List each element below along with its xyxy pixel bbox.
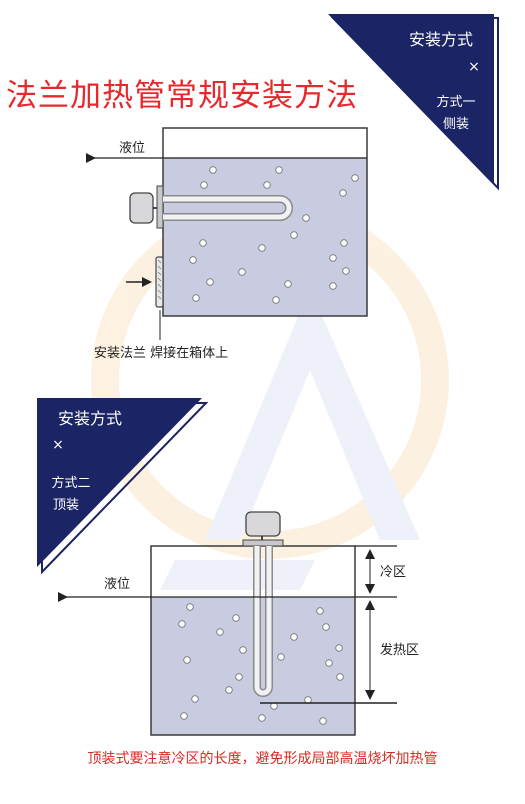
method1-heading: 安装方式 (409, 30, 473, 49)
bubble (339, 189, 347, 197)
bubble (239, 646, 247, 654)
bubble (272, 296, 280, 304)
bubble (209, 166, 217, 174)
method2-top-heater (242, 511, 284, 697)
method2-kind: 顶装 (53, 498, 79, 513)
bubble (216, 628, 224, 636)
bubble (336, 673, 344, 681)
bubble (191, 695, 199, 703)
bubble (258, 714, 266, 722)
method2-times: × (52, 437, 64, 453)
bubble (183, 656, 191, 664)
method1-welded-flange: 安装法兰 焊接在箱体上 (94, 256, 228, 361)
hot-zone-label: 发热区 (380, 642, 419, 658)
bubble (351, 174, 359, 182)
bubble (340, 239, 348, 247)
method2-heading: 安装方式 (58, 409, 122, 428)
bubble (189, 256, 197, 264)
method2-name: 方式二 (51, 475, 90, 491)
method1-liquid-arrow: 液位 (86, 141, 163, 163)
bubble (329, 282, 337, 290)
bubble (258, 244, 266, 252)
bubble (302, 214, 310, 222)
method1-times: × (468, 59, 480, 75)
bubble (316, 607, 324, 615)
hot-zone-dimension: 发热区 (365, 600, 419, 700)
method1-banner: 安装方式 × 方式一 侧装 (328, 14, 499, 191)
bubble (277, 653, 285, 661)
bubble (329, 254, 337, 262)
method1-flange-label: 安装法兰 焊接在箱体上 (94, 345, 228, 361)
bubble (263, 181, 271, 189)
bubble (319, 717, 327, 725)
method2-level-lines (151, 545, 397, 704)
method2-liquid-arrow: 液位 (58, 577, 151, 602)
bubble (290, 231, 298, 239)
bubble (232, 614, 240, 622)
bubble (180, 712, 188, 720)
bubble (206, 278, 214, 286)
bubble (225, 686, 233, 694)
method1-side-heater (129, 185, 293, 229)
page-title: 法兰加热管常规安装方法 (6, 78, 358, 114)
bubble (199, 239, 207, 247)
bubble (290, 633, 298, 641)
method1-kind: 侧装 (443, 117, 469, 132)
method1-name: 方式一 (436, 94, 475, 110)
method1-liquid-label: 液位 (119, 141, 145, 156)
bubble (342, 267, 350, 275)
bubble (284, 280, 292, 288)
method2-liquid-label: 液位 (104, 577, 130, 592)
bubble (200, 181, 208, 189)
cold-zone-label: 冷区 (380, 565, 406, 580)
bubble (235, 673, 243, 681)
bubble (335, 644, 343, 652)
bubble (325, 659, 333, 667)
cold-zone-dimension: 冷区 (365, 549, 406, 594)
bubble (238, 268, 246, 276)
method2-banner: 安装方式 × 方式二 顶装 (37, 398, 209, 575)
bubble (192, 294, 200, 302)
bubble (178, 620, 186, 628)
method2-bubbles (178, 603, 344, 725)
bubble (322, 623, 330, 631)
caution-note: 顶装式要注意冷区的长度，避免形成局部高温烧坏加热管 (87, 751, 438, 767)
bubble (186, 603, 194, 611)
method1-tank (162, 127, 368, 317)
bubble (275, 166, 283, 174)
method1-bubbles (189, 166, 359, 304)
